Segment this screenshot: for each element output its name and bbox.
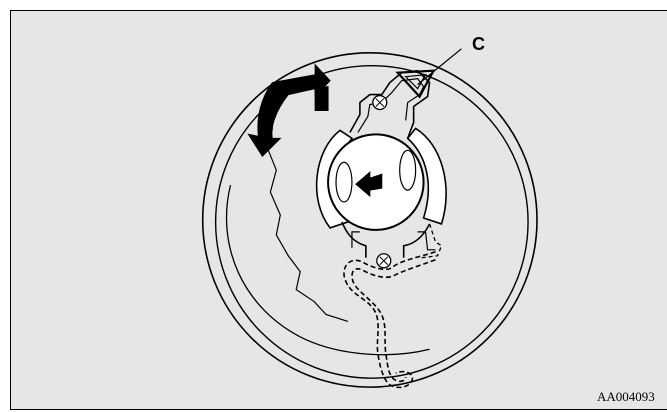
curved-rotation-arrow-icon [248, 65, 330, 157]
figure-code: AA004093 [597, 390, 655, 403]
tether-cable-inner [352, 260, 436, 382]
screw-icon [373, 96, 387, 110]
callout-leader-line [418, 49, 462, 85]
callout-label-c: C [472, 35, 485, 53]
cap-hinge-right [404, 224, 430, 258]
cap-holder-bracket [350, 71, 430, 139]
figure-frame: C AA004093 [10, 10, 667, 410]
screw-icon [377, 254, 391, 268]
tether-cable-outer [344, 252, 436, 388]
fuel-cap-illustration [11, 11, 667, 409]
